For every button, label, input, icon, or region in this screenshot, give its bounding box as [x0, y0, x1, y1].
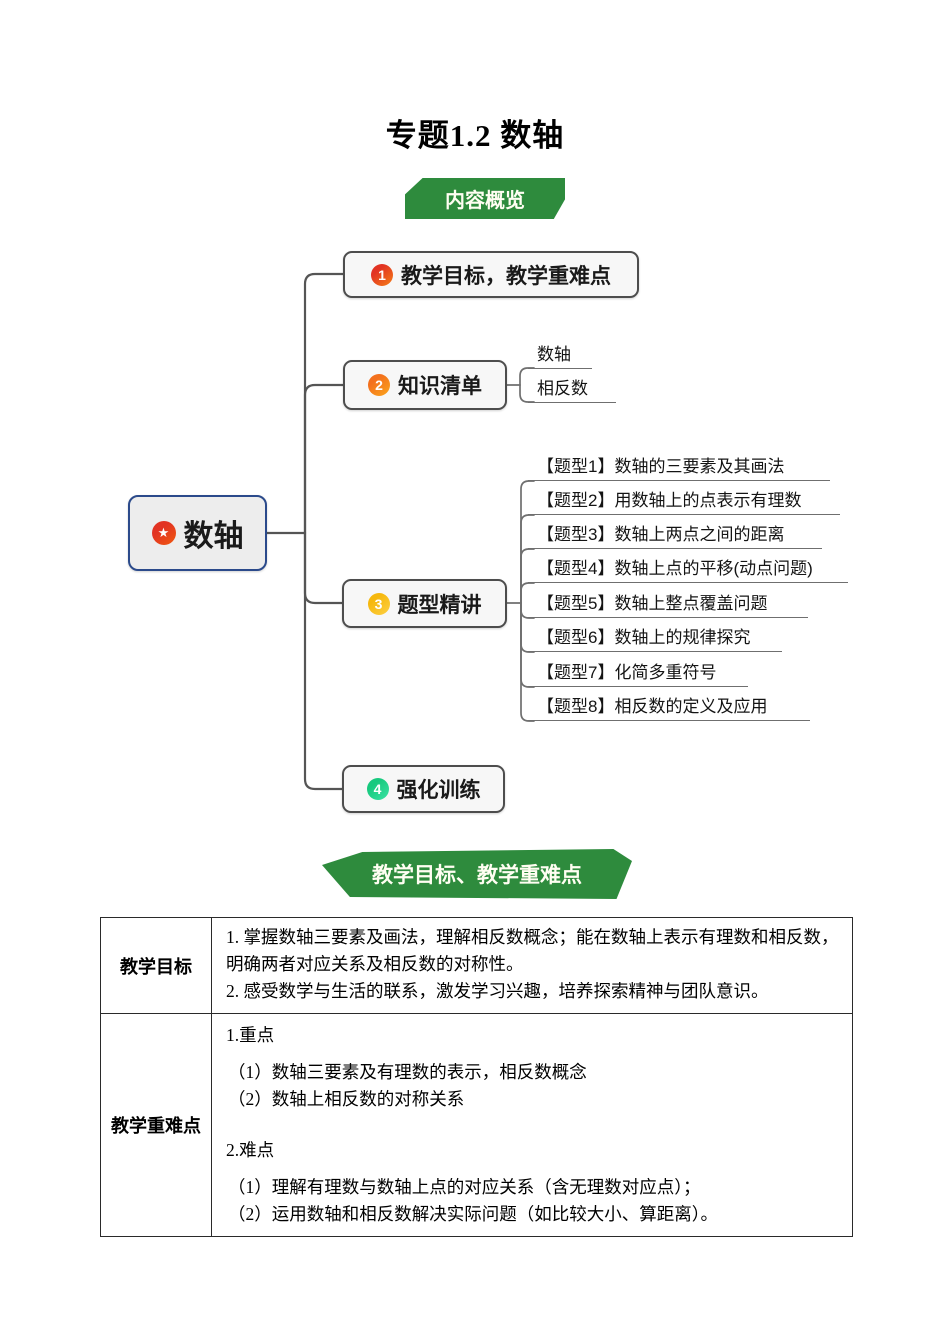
topic-leaf-4: 【题型4】数轴上点的平移(动点问题)	[528, 557, 848, 583]
table-row-goals: 教学目标 1. 掌握数轴三要素及画法，理解相反数概念；能在数轴上表示有理数和相反…	[100, 917, 853, 1014]
objectives-banner-label: 教学目标、教学重难点	[372, 864, 582, 887]
focus-section-2-item-2: （2）运用数轴和相反数解决实际问题（如比较大小、算距离）。	[228, 1204, 718, 1224]
branch-knowledge-list: 2 知识清单	[343, 360, 507, 410]
objectives-banner: 教学目标、教学重难点	[322, 849, 632, 899]
badge-4-icon: 4	[366, 778, 389, 800]
focus-section-1-item-2: （2）数轴上相反数的对称关系	[228, 1089, 465, 1109]
branch-topic-lectures: 3 题型精讲	[342, 579, 507, 628]
topic-leaf-8: 【题型8】相反数的定义及应用	[528, 695, 810, 721]
topic-leaf-6: 【题型6】数轴上的规律探究	[528, 626, 782, 652]
branch-2-label: 知识清单	[398, 375, 482, 398]
topic-leaf-3: 【题型3】数轴上两点之间的距离	[528, 523, 822, 549]
branch-4-label: 强化训练	[396, 779, 481, 802]
goal-line-2: 2. 感受数学与生活的联系，激发学习兴趣，培养探索精神与团队意识。	[226, 981, 769, 1001]
goal-line-1: 1. 掌握数轴三要素及画法，理解相反数概念；能在数轴上表示有理数和相反数，明确两…	[226, 927, 839, 974]
focus-section-1-title: 1.重点	[226, 1025, 275, 1045]
branch-3-label: 题型精讲	[397, 593, 482, 617]
badge-3-icon: 3	[367, 592, 390, 615]
knowledge-leaf-opposite-number: 相反数	[528, 377, 616, 403]
overview-banner: 内容概览	[405, 178, 565, 219]
knowledge-leaf-number-line: 数轴	[528, 343, 592, 369]
connector-branch-4	[303, 531, 344, 791]
topic-leaf-2: 【题型2】用数轴上的点表示有理数	[528, 489, 840, 515]
mindmap-root-node: ★ 数轴	[128, 495, 267, 571]
focus-section-1-item-1: （1）数轴三要素及有理数的表示，相反数概念	[228, 1062, 587, 1082]
connector-branch-2	[303, 383, 345, 535]
focus-row-content: 1.重点 （1）数轴三要素及有理数的表示，相反数概念 （2）数轴上相反数的对称关…	[211, 1013, 853, 1237]
focus-section-2-item-1: （1）理解有理数与数轴上点的对应关系（含无理数对应点）；	[228, 1177, 701, 1197]
badge-1-icon: 1	[371, 263, 393, 286]
table-row-focus: 教学重难点 1.重点 （1）数轴三要素及有理数的表示，相反数概念 （2）数轴上相…	[100, 1013, 853, 1237]
focus-section-2-title: 2.难点	[226, 1140, 275, 1160]
connector-branch-1	[303, 272, 345, 535]
goals-row-header: 教学目标	[100, 917, 212, 1014]
overview-banner-label: 内容概览	[445, 190, 525, 212]
focus-row-header: 教学重难点	[100, 1013, 212, 1237]
topic-leaf-5: 【题型5】数轴上整点覆盖问题	[528, 592, 808, 618]
star-icon: ★	[151, 521, 176, 545]
goals-row-content: 1. 掌握数轴三要素及画法，理解相反数概念；能在数轴上表示有理数和相反数，明确两…	[211, 917, 853, 1014]
connector-branch-3	[303, 531, 344, 605]
topic-leaf-1: 【题型1】数轴的三要素及其画法	[528, 455, 830, 481]
objectives-table: 教学目标 1. 掌握数轴三要素及画法，理解相反数概念；能在数轴上表示有理数和相反…	[100, 917, 853, 1237]
root-node-label: 数轴	[183, 520, 244, 553]
badge-2-icon: 2	[368, 374, 390, 396]
topic-leaf-7: 【题型7】化简多重符号	[528, 661, 748, 687]
branch-teaching-goals: 1 教学目标，教学重难点	[343, 251, 639, 298]
page-title: 专题1.2 数轴	[385, 118, 565, 153]
focus-section-gap	[226, 1113, 840, 1135]
branch-intensive-training: 4 强化训练	[342, 765, 505, 813]
branch-1-label: 教学目标，教学重难点	[401, 264, 611, 288]
